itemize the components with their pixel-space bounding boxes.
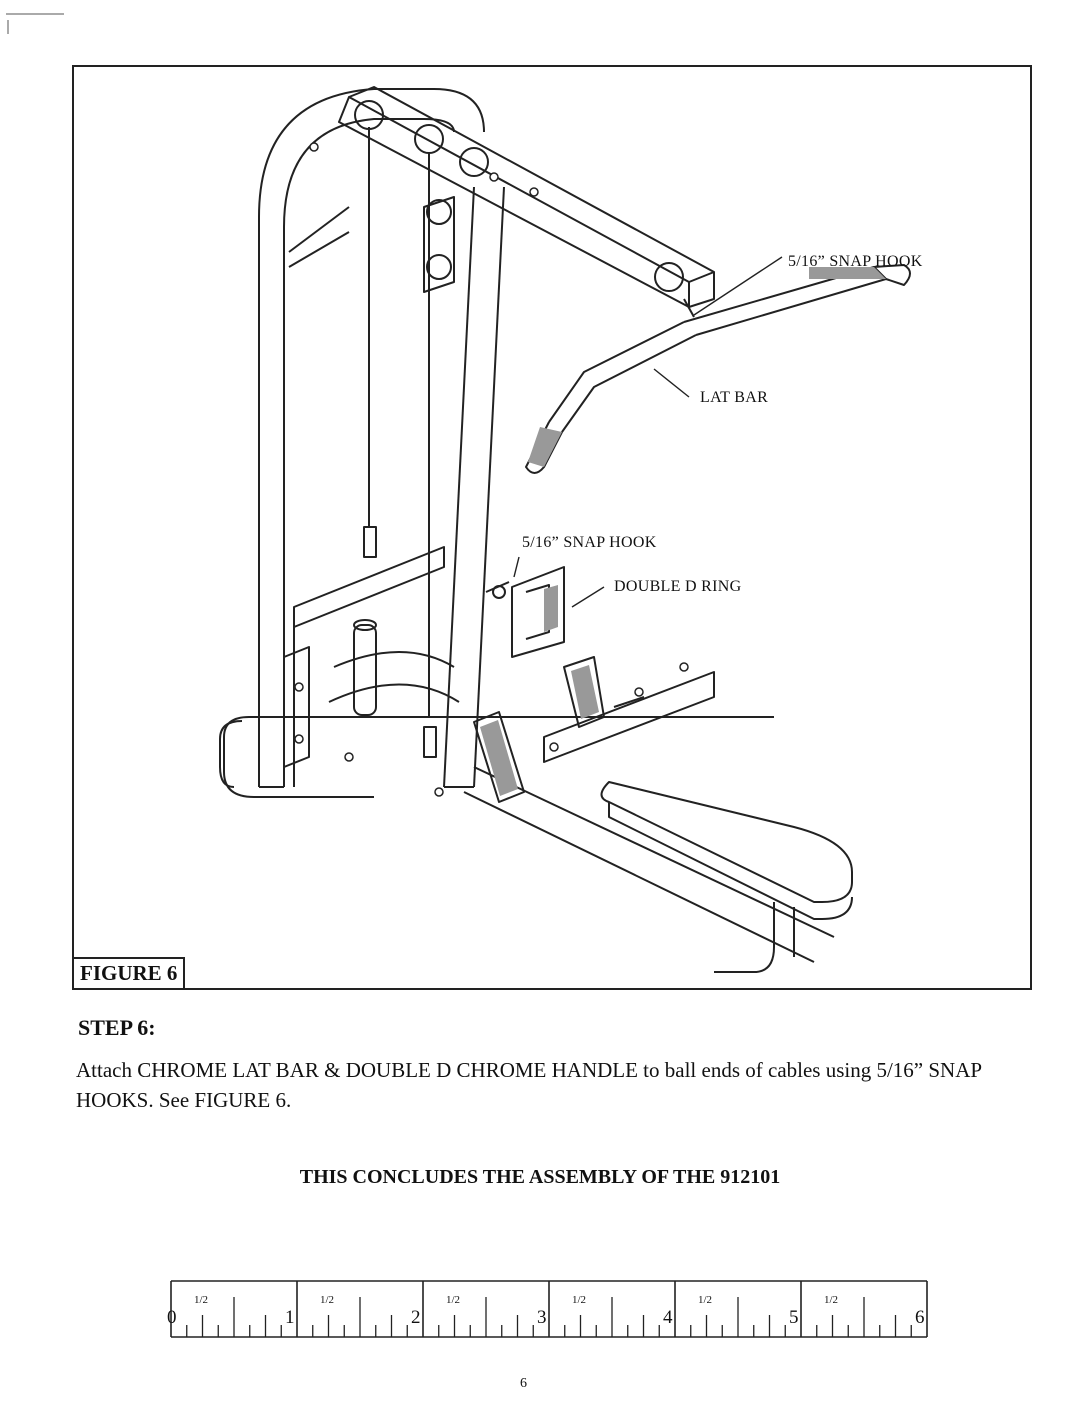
ruler-inch-label: 2 [411,1307,421,1328]
step-heading: STEP 6: [78,1015,156,1040]
callout-snap-hook-top: 5/16” SNAP HOOK [788,253,923,270]
ruler-half-label: 1/2 [194,1294,208,1306]
ruler-inch-label: 4 [663,1307,673,1328]
page-number: 6 [520,1376,527,1391]
ruler-inch-label: 5 [789,1307,799,1328]
assembly-conclusion: THIS CONCLUDES THE ASSEMBLY OF THE 91210… [299,1166,781,1188]
callout-lat-bar: LAT BAR [700,389,769,406]
ruler-half-label: 1/2 [446,1294,460,1306]
ruler-inch-label: 3 [537,1307,547,1328]
lat-row-machine-illustration [219,86,911,973]
ruler-half-label: 1/2 [698,1294,712,1306]
inch-ruler: 0 1/2 1 1/2 2 1/2 3 1/2 4 1/2 5 1/2 6 [167,1280,928,1338]
figure-6-frame: 5/16” SNAP HOOK LAT BAR 5/16” SNAP HOOK … [72,65,1032,990]
ruler-inch-label: 6 [915,1307,925,1328]
ruler-half-label: 1/2 [572,1294,586,1306]
step-instructions: Attach CHROME LAT BAR & DOUBLE D CHROME … [76,1058,982,1112]
callout-double-d-ring: DOUBLE D RING [614,578,742,595]
callout-snap-hook-low: 5/16” SNAP HOOK [522,534,657,551]
ruler-half-label: 1/2 [320,1294,334,1306]
scan-corner-mark [6,13,64,34]
ruler-half-label: 1/2 [824,1294,838,1306]
ruler-inch-label: 0 [167,1307,177,1328]
ruler-inch-label: 1 [285,1307,295,1328]
figure-label: FIGURE 6 [74,957,186,988]
